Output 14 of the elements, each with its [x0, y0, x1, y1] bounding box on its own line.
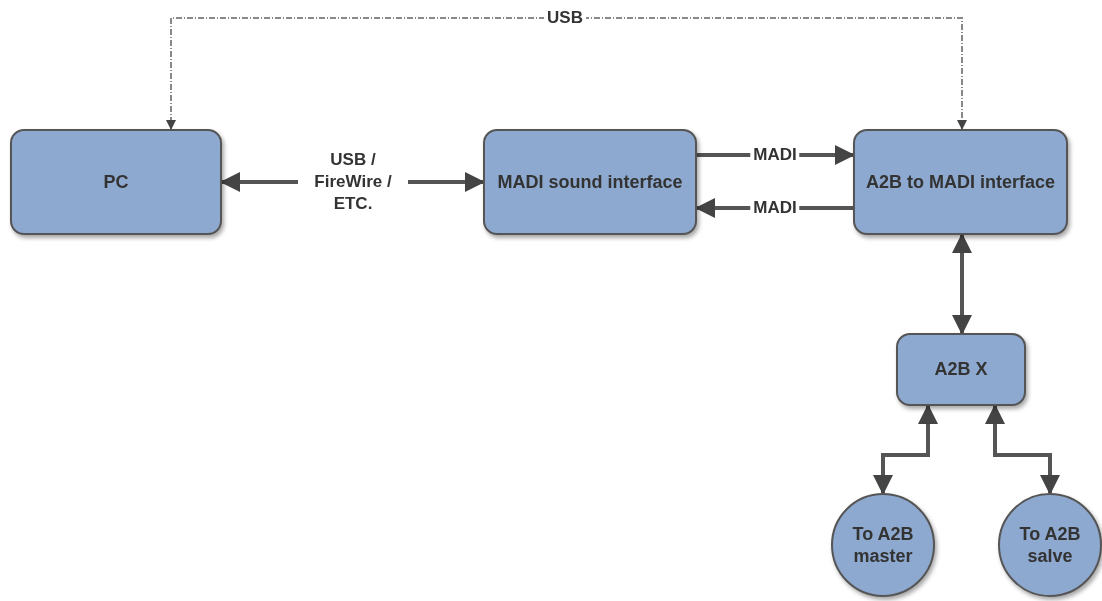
arrow — [952, 233, 972, 335]
node-label: A2B to MADI interface — [865, 170, 1056, 194]
node-label: MADI sound interface — [496, 170, 684, 194]
process-box — [853, 129, 1068, 235]
process-box — [896, 333, 1026, 406]
process-box — [483, 129, 697, 235]
arrow — [985, 404, 1060, 495]
node-label: PC — [102, 170, 130, 194]
node-label: To A2B master — [851, 522, 915, 568]
arrow — [166, 17, 967, 130]
process-box — [10, 129, 222, 235]
arrow — [873, 404, 938, 495]
node-label: To A2B salve — [1018, 522, 1082, 568]
node-label: A2B X — [933, 358, 989, 381]
